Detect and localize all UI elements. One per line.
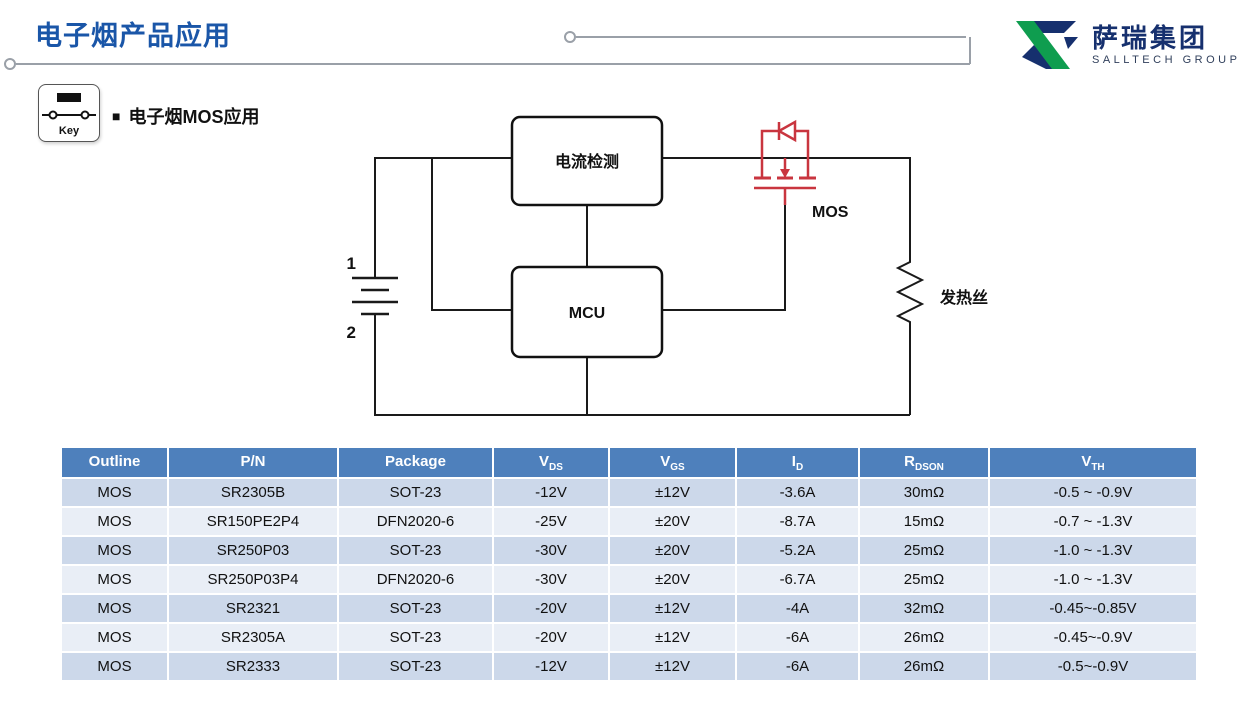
table-cell: MOS xyxy=(60,651,169,682)
table-cell: -6.7A xyxy=(735,564,860,595)
table-cell: -30V xyxy=(492,564,610,595)
table-cell: ±12V xyxy=(608,622,737,653)
mcu-block xyxy=(510,265,664,359)
table-cell: -20V xyxy=(492,593,610,624)
mos-label: MOS xyxy=(812,204,849,221)
circuit-diagram: 1 2 电流检测 MCU MOS xyxy=(347,115,988,416)
table-cell: -20V xyxy=(492,622,610,653)
table-cell: -1.0 ~ -1.3V xyxy=(988,535,1198,566)
table-cell: ±20V xyxy=(608,564,737,595)
table-cell: SR150PE2P4 xyxy=(167,506,339,537)
table-header-row: Outline P/N Package VDS VGS ID RDSON VTH xyxy=(60,446,1198,479)
column-header-rdson: RDSON xyxy=(858,446,990,479)
column-header-pn: P/N xyxy=(167,446,339,479)
table-cell: MOS xyxy=(60,477,169,508)
key-icon-label: Key xyxy=(58,125,80,137)
table-cell: MOS xyxy=(60,564,169,595)
table-cell: MOS xyxy=(60,535,169,566)
key-icon: Key xyxy=(38,84,100,142)
table-cell: 15mΩ xyxy=(858,506,990,537)
table-cell: 32mΩ xyxy=(858,593,990,624)
current-sense-label: 电流检测 xyxy=(555,152,619,171)
battery-terminal-2-label: 2 xyxy=(347,323,356,342)
table-cell: 25mΩ xyxy=(858,535,990,566)
logo-mark-icon xyxy=(1016,21,1078,69)
logo-company-name: 萨瑞集团 xyxy=(1092,22,1209,53)
column-header-outline: Outline xyxy=(60,446,169,479)
table-cell: -12V xyxy=(492,477,610,508)
table-cell: MOS xyxy=(60,593,169,624)
header-decoration xyxy=(4,31,971,70)
mosfet-symbol xyxy=(754,119,816,205)
page-title: 电子烟产品应用 xyxy=(35,21,231,51)
table-cell: SR250P03P4 xyxy=(167,564,339,595)
battery-terminal-1-label: 1 xyxy=(347,254,356,273)
table-cell: -1.0 ~ -1.3V xyxy=(988,564,1198,595)
subtitle-text: 电子烟MOS应用 xyxy=(128,107,260,127)
section-subtitle: ■ 电子烟MOS应用 xyxy=(112,103,259,129)
logo-company-name-en: SALLTECH GROUP xyxy=(1092,54,1241,67)
table-cell: -6A xyxy=(735,651,860,682)
table-cell: ±12V xyxy=(608,651,737,682)
table-cell: -8.7A xyxy=(735,506,860,537)
table-cell: ±12V xyxy=(608,477,737,508)
table-cell: SR250P03 xyxy=(167,535,339,566)
table-cell: -0.5 ~ -0.9V xyxy=(988,477,1198,508)
table-cell: -3.6A xyxy=(735,477,860,508)
table-cell: ±20V xyxy=(608,535,737,566)
table-cell: ±12V xyxy=(608,593,737,624)
subtitle-bullet: ■ xyxy=(112,108,121,124)
table-cell: 25mΩ xyxy=(858,564,990,595)
table-cell: -0.45~-0.9V xyxy=(988,622,1198,653)
push-button-icon xyxy=(42,93,96,120)
table-cell: -0.45~-0.85V xyxy=(988,593,1198,624)
table-cell: SOT-23 xyxy=(337,651,494,682)
table-cell: SR2305B xyxy=(167,477,339,508)
column-header-vgs: VGS xyxy=(608,446,737,479)
table-cell: DFN2020-6 xyxy=(337,506,494,537)
table-cell: -4A xyxy=(735,593,860,624)
circuit-wires xyxy=(374,157,911,416)
table-cell: MOS xyxy=(60,622,169,653)
table-cell: 26mΩ xyxy=(858,622,990,653)
table-cell: SR2305A xyxy=(167,622,339,653)
table-cell: SOT-23 xyxy=(337,535,494,566)
table-cell: -0.7 ~ -1.3V xyxy=(988,506,1198,537)
table-cell: SOT-23 xyxy=(337,477,494,508)
current-sense-block xyxy=(510,115,664,207)
table-cell: -0.5~-0.9V xyxy=(988,651,1198,682)
table-cell: SOT-23 xyxy=(337,593,494,624)
company-logo: 萨瑞集团 SALLTECH GROUP xyxy=(1012,12,1248,78)
table-cell: 26mΩ xyxy=(858,651,990,682)
mos-spec-table: Outline P/N Package VDS VGS ID RDSON VTH… xyxy=(60,446,1198,682)
table-cell: DFN2020-6 xyxy=(337,564,494,595)
table-cell: -6A xyxy=(735,622,860,653)
table-cell: ±20V xyxy=(608,506,737,537)
table-cell: SOT-23 xyxy=(337,622,494,653)
table-cell: -30V xyxy=(492,535,610,566)
table-cell: SR2321 xyxy=(167,593,339,624)
battery-symbol xyxy=(352,276,398,316)
table-cell: -5.2A xyxy=(735,535,860,566)
table-cell: SR2333 xyxy=(167,651,339,682)
mcu-label: MCU xyxy=(569,305,605,322)
column-header-id: ID xyxy=(735,446,860,479)
column-header-vds: VDS xyxy=(492,446,610,479)
table-cell: 30mΩ xyxy=(858,477,990,508)
heater-label: 发热丝 xyxy=(939,288,988,307)
table-cell: -12V xyxy=(492,651,610,682)
heater-resistor xyxy=(895,255,925,345)
column-header-package: Package xyxy=(337,446,494,479)
column-header-vth: VTH xyxy=(988,446,1198,479)
table-cell: MOS xyxy=(60,506,169,537)
table-cell: -25V xyxy=(492,506,610,537)
